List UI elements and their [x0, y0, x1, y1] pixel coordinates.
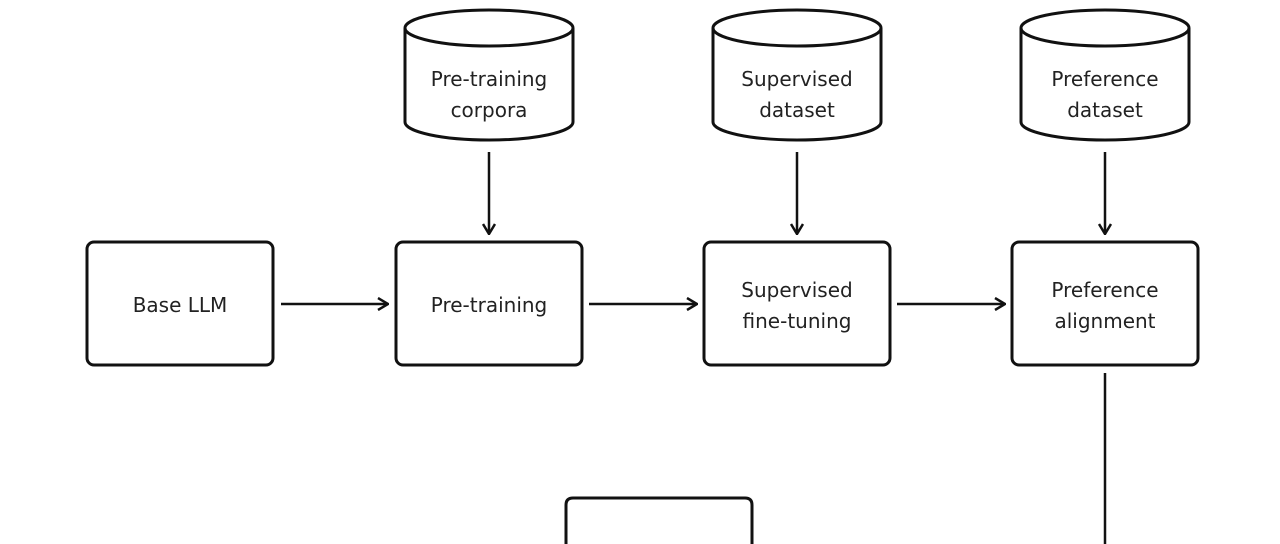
- stage-label: Pre-training: [431, 293, 548, 317]
- stage-supervised-fine-tuning: Supervised fine-tuning: [702, 240, 892, 367]
- stage-label: Preference: [1051, 278, 1158, 302]
- stage-preference-alignment: Preference alignment: [1010, 240, 1200, 367]
- dataset-preference: Preference dataset: [1019, 8, 1191, 142]
- stage-base-llm: Base LLM: [85, 240, 275, 367]
- dataset-label: dataset: [759, 98, 835, 122]
- stage-label: Base LLM: [133, 293, 228, 317]
- dataset-label: dataset: [1067, 98, 1143, 122]
- stage-label: alignment: [1054, 309, 1155, 333]
- dataset-label: Pre-training: [431, 67, 548, 91]
- dataset-pretraining-corpora: Pre-training corpora: [403, 8, 575, 142]
- stage-label: Supervised: [741, 278, 852, 302]
- stage-pretraining: Pre-training: [394, 240, 584, 367]
- dataset-supervised: Supervised dataset: [711, 8, 883, 142]
- dataset-label: Preference: [1051, 67, 1158, 91]
- dataset-label: corpora: [451, 98, 528, 122]
- dataset-label: Supervised: [741, 67, 852, 91]
- bottom-stage-box: [564, 496, 754, 544]
- stage-label: fine-tuning: [743, 309, 852, 333]
